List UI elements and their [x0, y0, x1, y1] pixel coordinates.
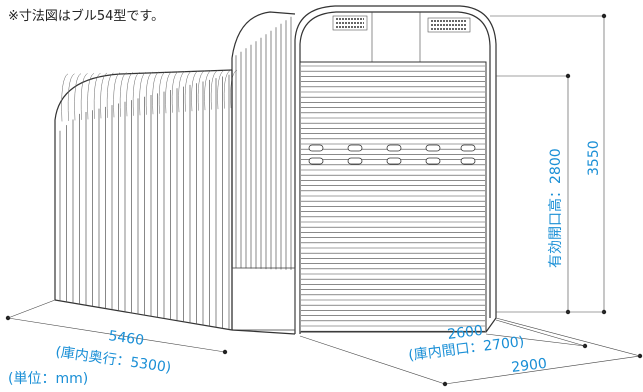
width-inner-label: 2600 [447, 323, 484, 343]
dimension-lines [5, 13, 643, 387]
depth-outer-label: 5460 [107, 328, 145, 349]
vent-right [427, 17, 471, 33]
rear-section [54, 69, 238, 331]
roll-up-shutter [299, 61, 487, 333]
model-note: ※寸法図はブル54型です。 [8, 8, 164, 24]
door-height-label: 有効開口高：2800 [547, 148, 564, 268]
front-section [231, 5, 497, 335]
width-outer-label: 2900 [511, 356, 548, 376]
total-height-label: 3550 [586, 140, 602, 176]
vent-left [332, 15, 368, 31]
side-panel [231, 267, 296, 331]
unit-label: (単位：mm) [8, 371, 88, 387]
